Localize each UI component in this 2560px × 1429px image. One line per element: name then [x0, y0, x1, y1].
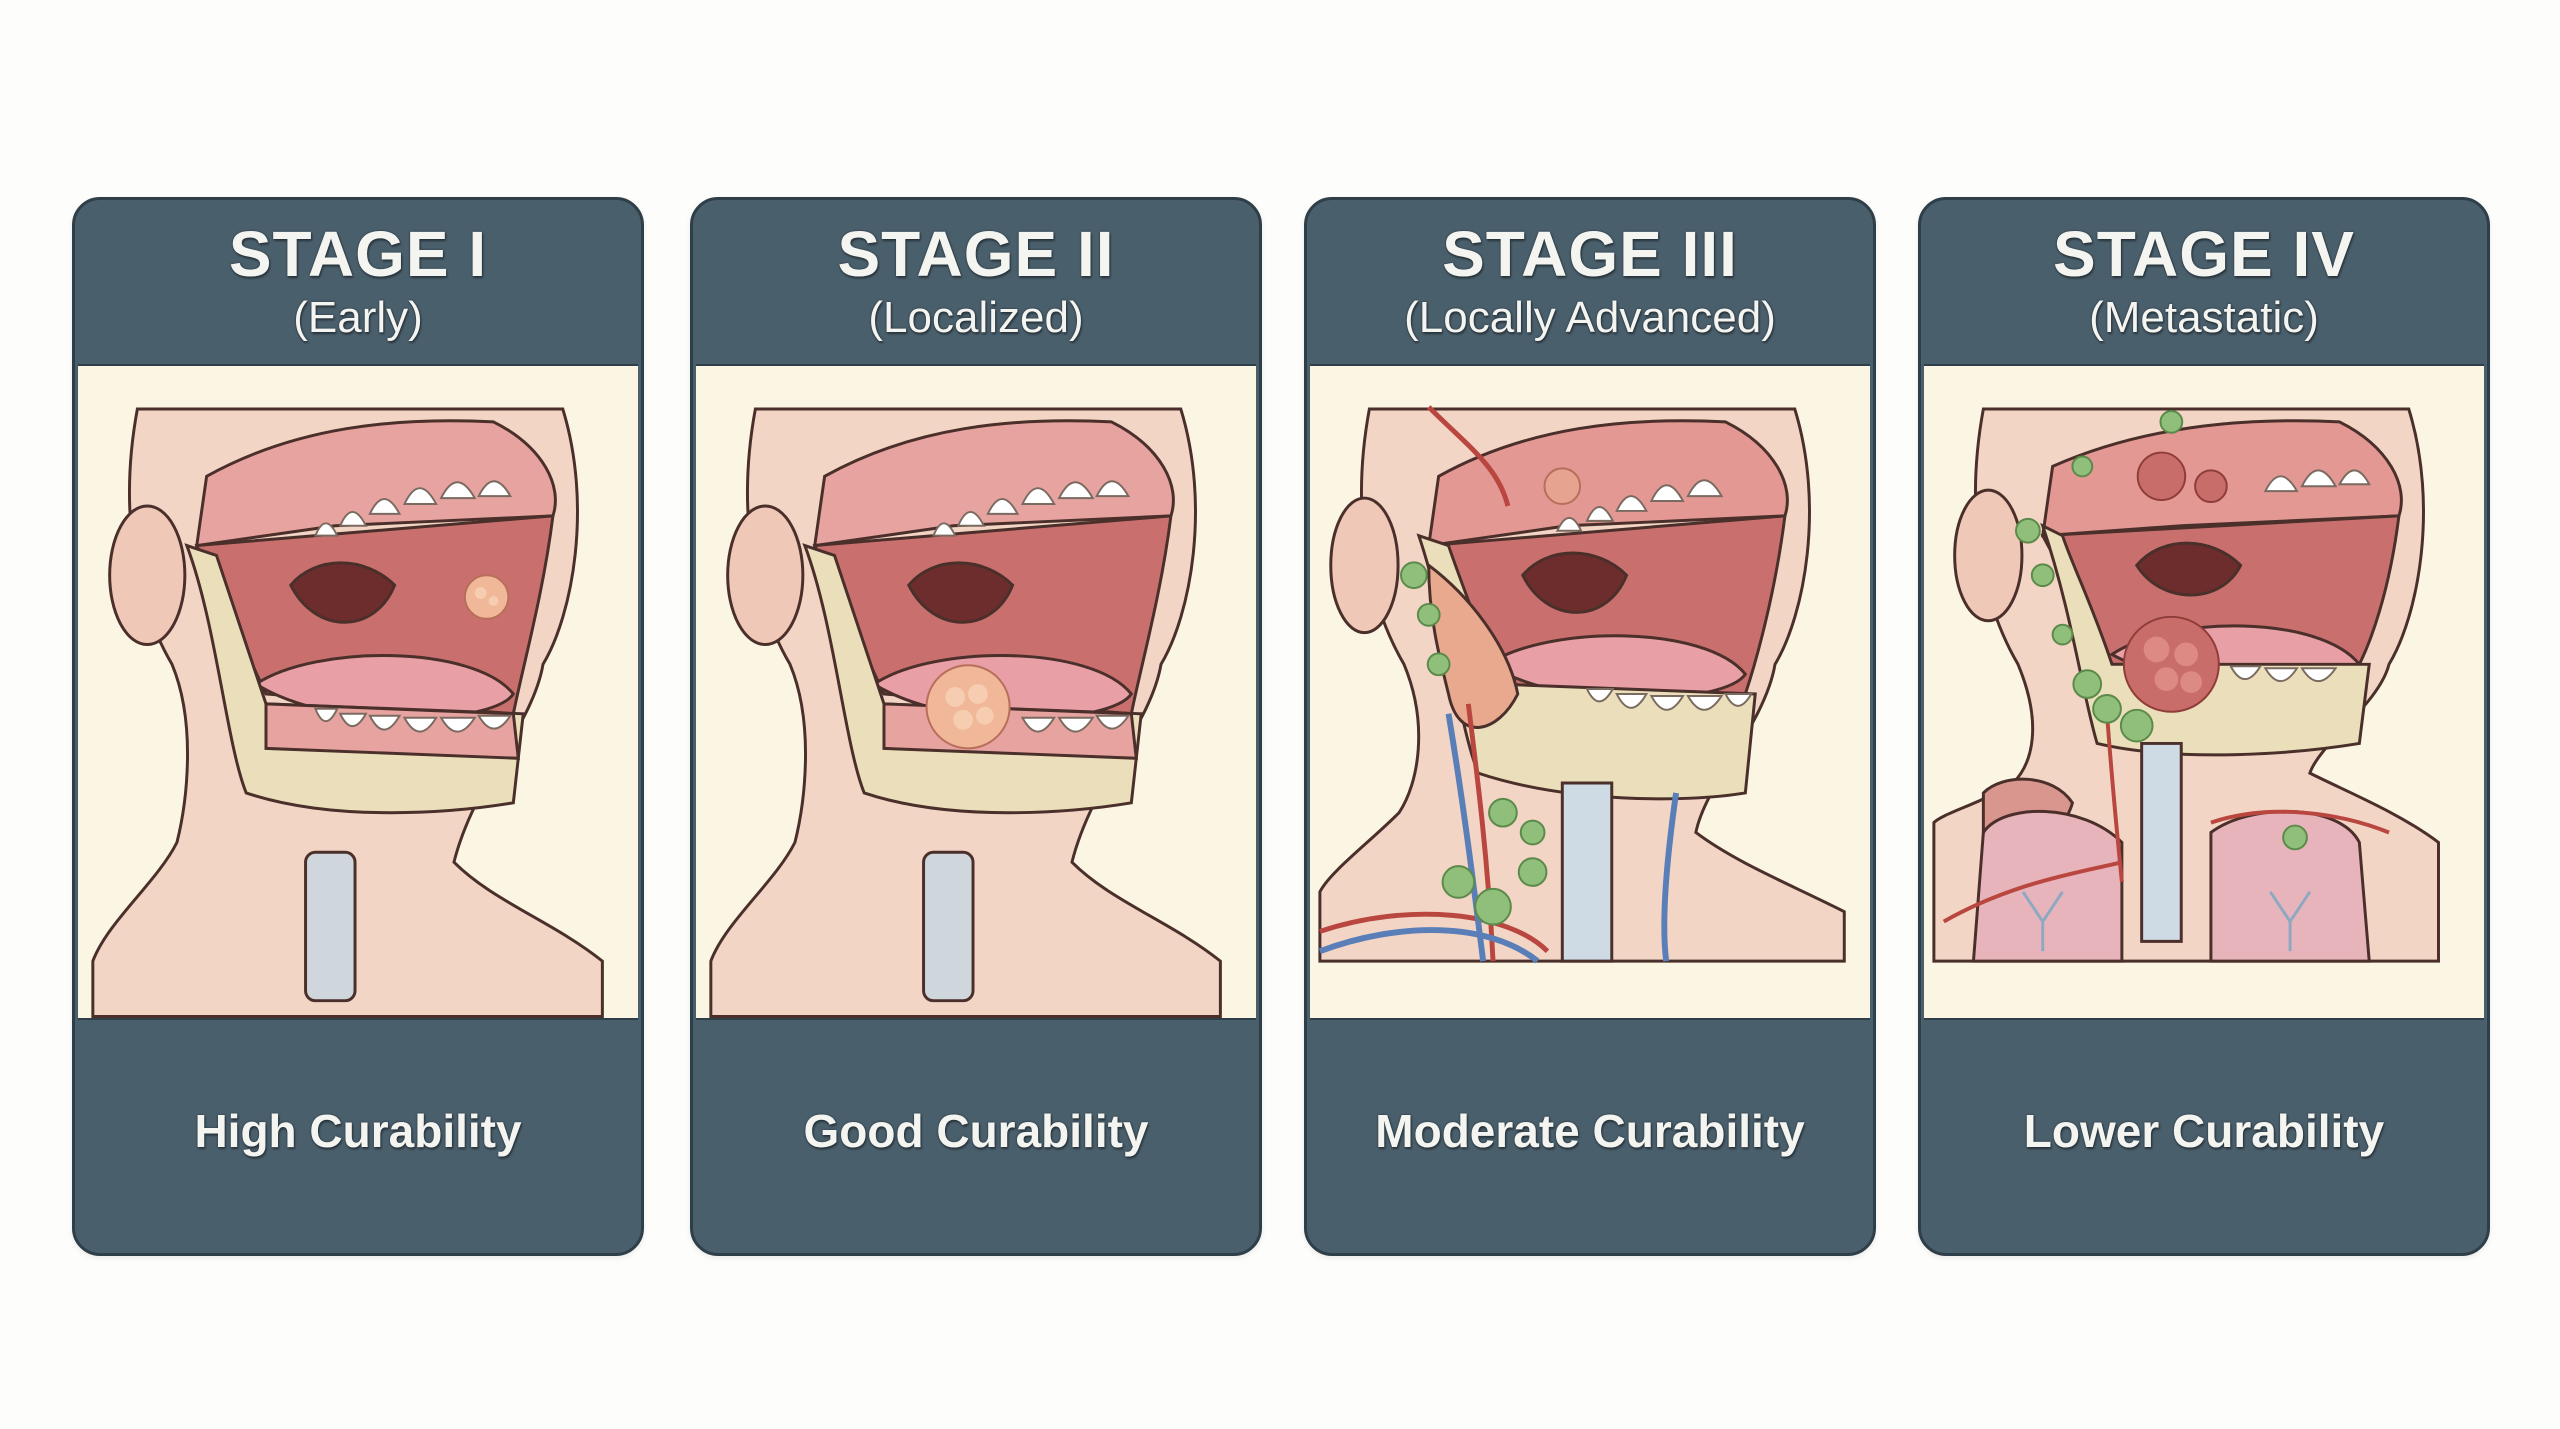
tumor-icon: [463, 574, 510, 620]
large-tumor-icon: [2122, 451, 2228, 713]
stage-subtitle: (Metastatic): [2089, 293, 2319, 342]
head-profile-larger-tumor-icon: [696, 364, 1256, 1020]
curability-footer: Moderate Curability: [1307, 1022, 1873, 1253]
lymph-nodes-icon: [2015, 410, 2308, 851]
stage-title: STAGE III: [1442, 218, 1738, 290]
stage-card-4: STAGE IV (Metastatic): [1918, 197, 2490, 1256]
lymph-nodes-icon: [1400, 561, 1548, 926]
curability-label: Good Curability: [803, 1104, 1149, 1157]
stage-header: STAGE III (Locally Advanced): [1307, 200, 1873, 364]
illustration-stage-4: [1932, 407, 2440, 963]
stage-title: STAGE I: [228, 218, 488, 290]
tumor-icon: [925, 664, 1011, 750]
stage-title: STAGE IV: [2053, 218, 2355, 290]
stage-header: STAGE IV (Metastatic): [1921, 200, 2487, 364]
illustration-stage-2: [709, 407, 1222, 1018]
head-profile-small-tumor-icon: [78, 364, 638, 1020]
stage-card-1: STAGE I (Early): [72, 197, 644, 1256]
curability-label: Lower Curability: [2023, 1104, 2385, 1157]
stage-card-3: STAGE III (Locally Advanced): [1304, 197, 1876, 1256]
stage-header: STAGE II (Localized): [693, 200, 1259, 364]
stage-header: STAGE I (Early): [75, 200, 641, 364]
curability-footer: Good Curability: [693, 1022, 1259, 1253]
stage-subtitle: (Locally Advanced): [1404, 293, 1776, 342]
curability-footer: High Curability: [75, 1022, 641, 1253]
stage-card-2: STAGE II (Localized): [690, 197, 1262, 1256]
illustration-stage-3: [1318, 405, 1846, 964]
stage-title: STAGE II: [837, 218, 1115, 290]
stage-subtitle: (Localized): [868, 293, 1084, 342]
head-profile-metastasis-lungs-icon: [1924, 364, 2484, 1020]
curability-label: High Curability: [194, 1104, 522, 1157]
curability-label: Moderate Curability: [1375, 1104, 1805, 1157]
illustration-stage-1: [91, 407, 604, 1018]
curability-footer: Lower Curability: [1921, 1022, 2487, 1253]
stage-subtitle: (Early): [293, 293, 423, 342]
head-profile-lymph-node-spread-icon: [1310, 364, 1870, 1020]
